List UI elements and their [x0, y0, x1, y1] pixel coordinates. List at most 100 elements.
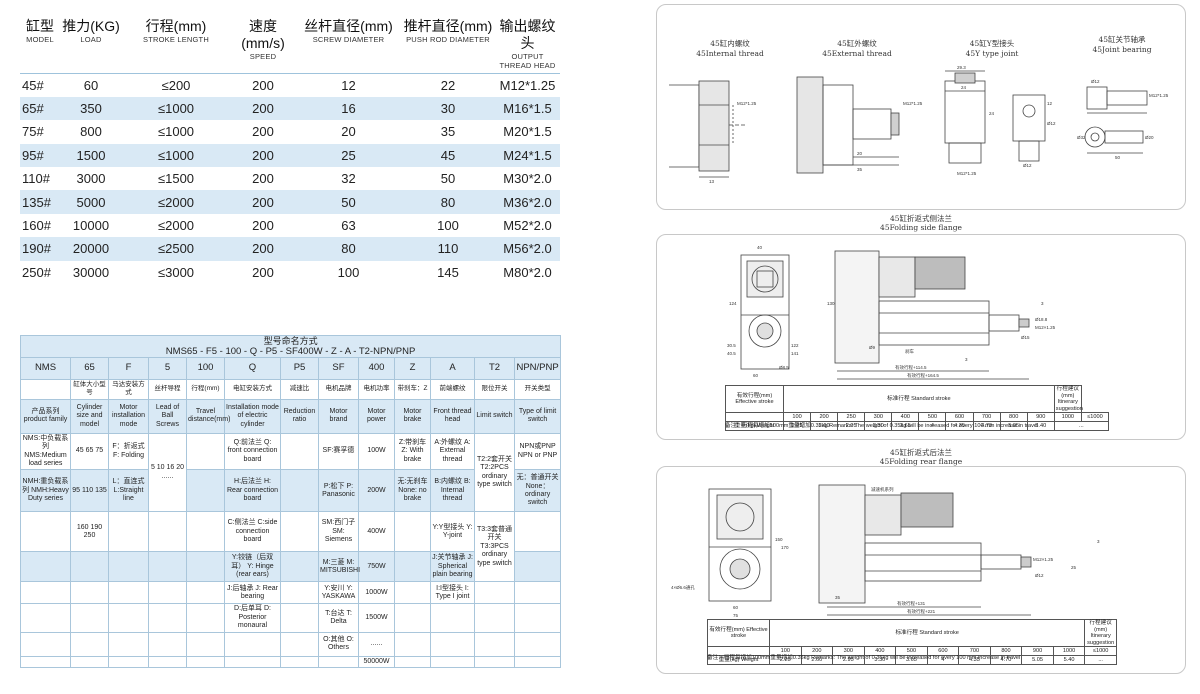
- naming-cell: F：折返式 F: Folding: [108, 432, 149, 471]
- dim-label: 24: [961, 85, 967, 90]
- naming-cell: [280, 655, 319, 669]
- naming-cell: [148, 511, 187, 553]
- naming-cell: [148, 603, 187, 633]
- spec-cell: M20*1.5: [503, 124, 552, 140]
- naming-cell: [148, 551, 187, 583]
- naming-cell: Y:Y型接头 Y: Y-joint: [430, 511, 475, 553]
- naming-cell: [280, 511, 319, 553]
- naming-cell: C:侧法兰 C:side connection board: [224, 511, 281, 553]
- naming-zh-label: 限位开关: [474, 379, 515, 400]
- naming-row: NMS:中负载系列 NMS:Medium load series 45 65 7…: [20, 432, 562, 513]
- naming-cell: NMH:重负载系列 NMH:Heavy Duty series: [20, 469, 71, 513]
- naming-cell: [474, 581, 515, 605]
- stroke-cell: 300: [864, 412, 893, 422]
- dim-label: 13: [709, 179, 715, 184]
- spec-header-pushrod: 推杆直径(mm)PUSH ROD DIAMETER: [403, 18, 493, 44]
- naming-en-label: Motor power: [358, 398, 395, 434]
- dim-label: Ø20: [1145, 135, 1154, 140]
- stroke-cell: ...: [1084, 655, 1117, 665]
- thread-head-drawings: M12*1.25 M12*1.25 M12*1.25 M12*1.25 20 3…: [669, 65, 1169, 184]
- spec-cell: 200: [230, 143, 296, 168]
- naming-cell: J:后轴承 J: Rear bearing: [224, 581, 281, 605]
- spec-cell: 10000: [72, 218, 110, 234]
- stroke-cell: 400: [891, 412, 920, 422]
- naming-en-label: Motor brand: [318, 398, 359, 434]
- spec-cell: 65#: [20, 96, 60, 121]
- spec-cell: ≤2500: [122, 237, 230, 261]
- dim-label: Ø15: [1021, 335, 1030, 340]
- naming-en-label: Lead of Ball Screws: [148, 398, 187, 434]
- spec-cell: ≤1000: [122, 96, 230, 121]
- side-flange-drawing: 40 60 124 130 30.5 40.5 122 141 Ø8.5 Ø9 …: [727, 245, 1056, 380]
- spec-cell: ≤1000: [122, 143, 230, 168]
- naming-key: NPN/PNP: [513, 357, 562, 380]
- naming-cell: [186, 551, 225, 583]
- dim-label: Ø18.8: [1035, 317, 1048, 322]
- dim-label: 150: [775, 537, 783, 542]
- dim-label: 124: [729, 301, 737, 306]
- spec-cell: M30*2.0: [503, 171, 552, 187]
- naming-zh-label: 电机品牌: [318, 379, 359, 400]
- naming-zh-label: 带刹车：Z: [394, 379, 431, 400]
- dim-label: 24: [989, 111, 995, 116]
- naming-cell: [513, 603, 562, 633]
- stroke-cell: 1000: [1052, 646, 1086, 656]
- naming-cell: [430, 655, 475, 669]
- spec-cell: 100: [337, 264, 360, 280]
- naming-zh-label: [20, 379, 71, 400]
- naming-cell: [474, 603, 515, 633]
- naming-key: P5: [280, 357, 319, 380]
- dim-label: 141: [791, 351, 799, 356]
- spec-cell: ≤1000: [157, 124, 195, 140]
- spec-cell: 32: [341, 171, 356, 187]
- spec-cell: 110: [401, 237, 495, 261]
- naming-row: J:后轴承 J: Rear bearing Y:安川 Y: YASKAWA 10…: [20, 581, 562, 605]
- naming-cell: [394, 551, 431, 583]
- stroke-cell: 行程建议(mm) Itinerary suggestion: [1084, 619, 1117, 647]
- dim-label: 减速机系列: [871, 486, 894, 493]
- stroke-cell: ≤1000: [1084, 646, 1117, 656]
- dim-label: 40: [757, 245, 763, 250]
- naming-zh-row: 缸体大小型号马达安装方式丝杆导程行程(mm)电缸安装方式减速比电机品牌电机功率带…: [20, 379, 562, 400]
- naming-cell: [148, 581, 187, 605]
- naming-cell: [148, 655, 187, 669]
- naming-table: 型号命名方式 NMS65 - F5 - 100 - Q - P5 - SF400…: [19, 335, 562, 669]
- naming-cell: 400W: [358, 511, 395, 553]
- naming-key: A: [430, 357, 475, 380]
- rear-flange-drawing: 60 75 4×Ø6.6通孔 150 170 35 有效行程+131 有效行程+…: [671, 484, 1100, 618]
- dim-label: 刹车: [905, 348, 914, 355]
- spec-cell: 50: [296, 190, 401, 214]
- naming-en-label: Motor installation mode: [108, 398, 149, 434]
- naming-cell: B:内螺纹 B: Internal thread: [430, 469, 475, 513]
- naming-cell: [430, 603, 475, 633]
- spec-cell: ≤1500: [157, 171, 195, 187]
- naming-cell: A:外螺纹 A: External thread: [430, 432, 475, 471]
- spec-cell: 200: [252, 77, 274, 93]
- naming-cell: [70, 603, 109, 633]
- joint-bearing-drawing: [1084, 86, 1148, 154]
- spec-cell: 12: [341, 77, 356, 93]
- naming-cell: [280, 551, 319, 583]
- side-flange-stroke-table: 有效行程(mm) Effective stroke 标准行程 Standard …: [725, 385, 1110, 431]
- naming-cell: J:关节轴承 J: Spherical plain bearing: [430, 551, 475, 583]
- dim-label: 3: [1041, 301, 1044, 306]
- naming-cell: [20, 655, 71, 669]
- dim-label: 130: [827, 301, 835, 306]
- naming-key: T2: [474, 357, 515, 380]
- spec-cell: 160#: [22, 218, 51, 234]
- stroke-header-row: 有效行程(mm) Effective stroke 标准行程 Standard …: [707, 619, 1117, 647]
- naming-zh-label: 电机功率: [358, 379, 395, 400]
- naming-en-label: Cylinder size and model: [70, 398, 109, 434]
